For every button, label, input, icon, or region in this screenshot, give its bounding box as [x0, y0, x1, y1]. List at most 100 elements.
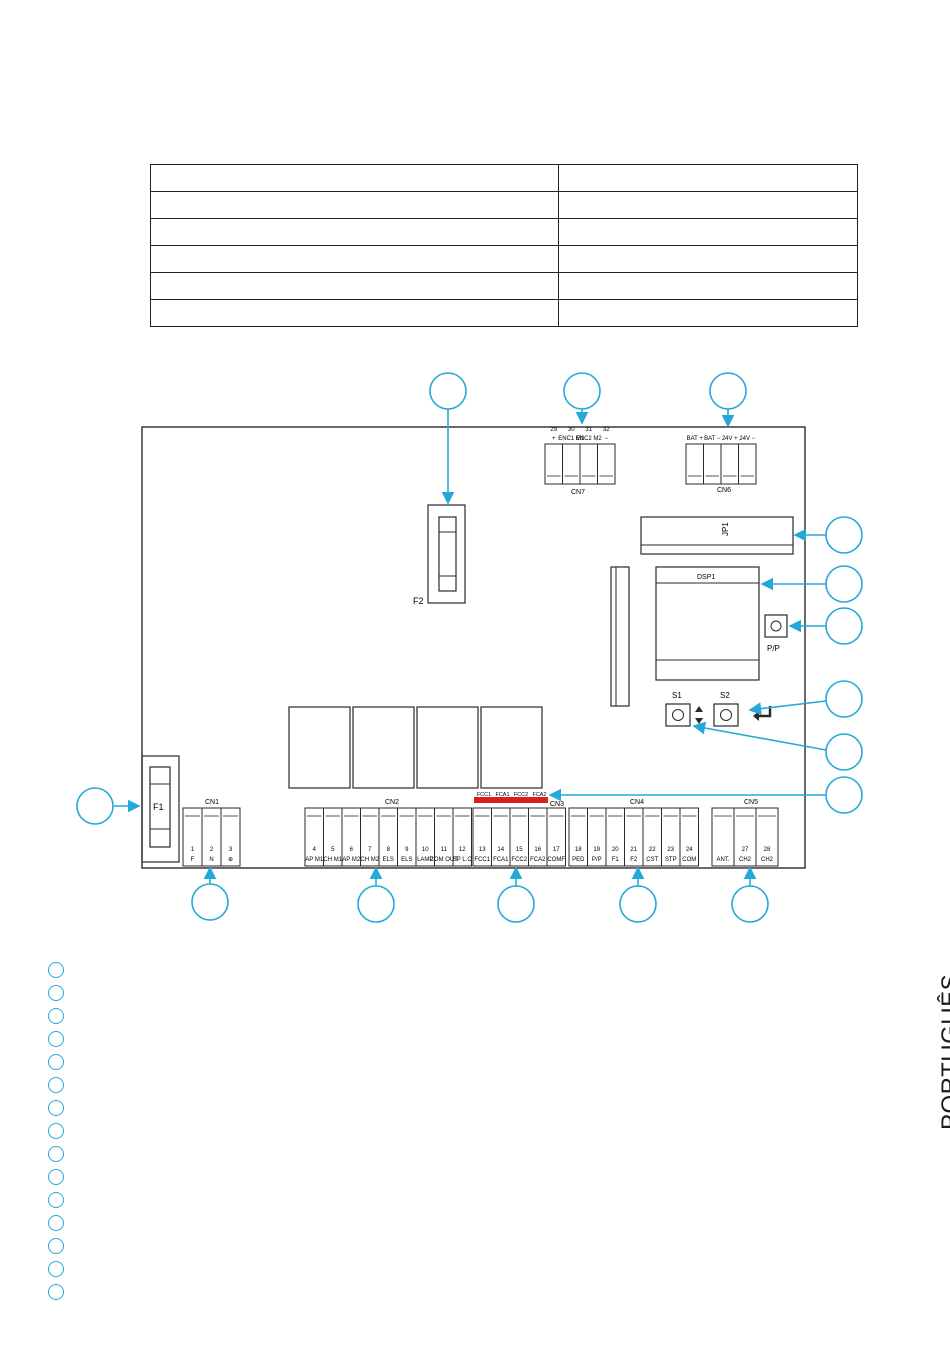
pin-number: 27 [742, 847, 749, 853]
pin-label: CH M2 [360, 857, 379, 863]
s1-button[interactable]: S1 [665, 691, 703, 727]
pin-label: AP M1 [305, 857, 324, 863]
terminal-pin[interactable]: 7CH M2 [360, 807, 380, 867]
callout-marker [731, 866, 769, 923]
cn5_ant-name: CN5 [744, 799, 758, 806]
cn3-name: CN3 [550, 801, 564, 808]
pin-number: 2 [210, 847, 214, 853]
pin-label: 24V − [739, 436, 755, 442]
pin-number: 8 [387, 847, 391, 853]
callout-marker [793, 516, 863, 554]
enter-arrow-icon [758, 706, 772, 718]
terminal-pin[interactable]: 6AP M2 [341, 807, 361, 867]
legend-item [48, 1004, 74, 1027]
table-row [150, 218, 858, 246]
table-row [150, 299, 858, 327]
pin-label: FCA1 [493, 857, 509, 863]
table-cell [150, 245, 559, 273]
pin-number: 4 [313, 847, 317, 853]
limit-switch-label: FCC1 [477, 792, 491, 798]
pin-label: CST [646, 857, 658, 863]
callout-marker [563, 372, 601, 425]
pin-number: 15 [516, 847, 523, 853]
pin-label: 24V + [722, 436, 738, 442]
legend-item [48, 1027, 74, 1050]
pin-number: 12 [459, 847, 466, 853]
legend-circle-icon [48, 1191, 64, 1208]
terminal-pin[interactable]: 32− [597, 427, 616, 485]
s2-button[interactable]: S2 [713, 691, 772, 727]
legend-circle-icon [48, 1168, 64, 1185]
pin-label: − [604, 436, 608, 442]
limit-switch-label: FCA2 [532, 792, 546, 798]
pin-number: 24 [686, 847, 693, 853]
pin-number: 10 [422, 847, 429, 853]
terminal-pin[interactable]: 19P/P [587, 807, 607, 867]
pp-button[interactable]: P/P [764, 614, 788, 653]
fuse-f2: F2 [413, 504, 466, 606]
pin-label: ENC1 M1 [558, 436, 585, 442]
terminal-pin[interactable]: 24V + [720, 436, 739, 485]
pin-label: FCC2 [511, 857, 527, 863]
terminal-pin[interactable]: 1F [182, 807, 203, 867]
pin-number: 17 [553, 847, 560, 853]
callout-marker [760, 565, 863, 603]
terminal-pin[interactable]: 5CH M1 [323, 807, 343, 867]
terminal-pin[interactable]: 2N [201, 807, 222, 867]
terminal-pin[interactable]: 24V − [738, 436, 757, 485]
terminal-pin[interactable]: 3⊕ [220, 807, 241, 867]
pin-label: AP M2 [342, 857, 361, 863]
display-dsp1: DSP1 [655, 566, 760, 681]
spec-table [150, 164, 858, 327]
legend-circle-icon [48, 1099, 64, 1116]
callout-marker [692, 721, 863, 771]
legend-circle-icon [48, 1145, 64, 1162]
pin-label: BAT − [704, 436, 721, 442]
pin-number: 29 [550, 427, 557, 433]
pin-number: 23 [667, 847, 674, 853]
limit-switch-label: FCA1 [495, 792, 509, 798]
terminal-pin[interactable]: BAT + [685, 436, 704, 485]
pin-number: 14 [497, 847, 504, 853]
pin-number: 28 [764, 847, 771, 853]
pin-label: COMF [547, 857, 565, 863]
legend-circle-icon [48, 1053, 64, 1070]
legend-circle-icon [48, 1237, 64, 1254]
legend-item [48, 1257, 74, 1280]
s2-label: S2 [720, 691, 730, 700]
pin-label: BAT + [687, 436, 704, 442]
legend-item [48, 981, 74, 1004]
terminal-pin[interactable]: 4 AP M1 [304, 807, 324, 867]
pin-label: COM OUT [430, 857, 459, 863]
legend-circle-icon [48, 1260, 64, 1277]
callout-marker [748, 680, 863, 718]
callout-marker [429, 372, 467, 505]
legend-circle-icon [48, 1283, 64, 1300]
cn6-name: CN6 [717, 487, 731, 494]
callout-marker [788, 607, 863, 645]
callout-marker [619, 866, 657, 923]
terminal-pin[interactable]: ANT. [711, 807, 735, 867]
pin-label: ANT. [716, 857, 729, 863]
terminal-pin[interactable]: BAT − [703, 436, 722, 485]
